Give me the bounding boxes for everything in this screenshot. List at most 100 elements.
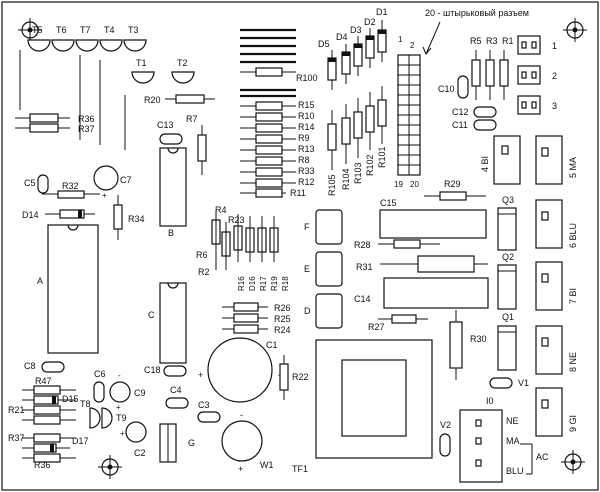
transistor-q3: Q3	[497, 195, 517, 251]
terminal-9-gi: 9 GI	[535, 387, 578, 437]
capacitor-c18: C18	[144, 365, 187, 377]
svg-text:R16: R16	[237, 276, 246, 291]
varistor-v2: V2	[439, 420, 451, 457]
svg-text:D: D	[304, 306, 311, 316]
connector-20pin: 1 2 19 20	[394, 35, 421, 189]
svg-text:R104: R104	[341, 168, 351, 190]
svg-text:R24: R24	[274, 325, 291, 335]
svg-text:R6: R6	[196, 250, 208, 260]
svg-text:8 NE: 8 NE	[568, 352, 578, 372]
svg-text:R12: R12	[298, 177, 315, 187]
svg-text:R9: R9	[298, 133, 310, 143]
resistor-r7: R7	[186, 114, 207, 175]
svg-text:R17: R17	[259, 276, 268, 291]
capacitor-c4: C4	[165, 385, 189, 409]
svg-text:R15: R15	[298, 100, 315, 110]
resistor-r37-bottom: R37	[8, 433, 76, 443]
diode-d1: D1	[376, 7, 388, 62]
traces-left-top	[19, 50, 126, 150]
svg-text:D1: D1	[376, 7, 388, 17]
svg-text:R11: R11	[290, 188, 306, 198]
capacitor-c10: C10	[438, 75, 469, 99]
diode-d5: D5	[318, 39, 337, 90]
resistor-r20: R20	[144, 94, 215, 105]
svg-text:C7: C7	[120, 175, 132, 185]
capacitor-c3: C3	[197, 400, 221, 423]
svg-text:C5: C5	[24, 178, 36, 188]
svg-text:D2: D2	[364, 17, 376, 27]
resistor-r29: R29	[424, 179, 486, 201]
svg-text:NE: NE	[506, 416, 519, 426]
capacitor-c7: C7 +	[93, 165, 132, 200]
ic-d: D	[304, 293, 343, 329]
svg-text:R7: R7	[186, 114, 198, 124]
svg-text:R18: R18	[281, 276, 290, 291]
svg-text:C9: C9	[134, 388, 146, 398]
svg-text:R2: R2	[198, 267, 210, 277]
svg-text:R37: R37	[78, 124, 95, 134]
diode-d2: D2	[364, 17, 376, 68]
svg-text:T8: T8	[80, 399, 91, 409]
note-arrow	[425, 21, 441, 55]
varistor-v1: V1	[489, 377, 529, 389]
svg-text:T5: T5	[32, 25, 43, 35]
svg-text:T2: T2	[177, 58, 188, 68]
diode-d16: D16	[248, 276, 257, 291]
svg-text:R100: R100	[296, 73, 318, 83]
svg-text:+: +	[120, 429, 125, 438]
svg-text:D4: D4	[336, 32, 348, 42]
transistor-t4: T4	[99, 25, 123, 52]
svg-text:I0: I0	[486, 396, 494, 406]
svg-text:C8: C8	[24, 361, 36, 371]
svg-text:V2: V2	[440, 420, 451, 430]
svg-text:Q3: Q3	[502, 195, 514, 205]
traces-top-mid	[240, 28, 296, 98]
component-g: G	[159, 423, 195, 463]
svg-text:A: A	[37, 276, 43, 286]
svg-text:R5: R5	[470, 36, 482, 46]
terminal-8-ne: 8 NE	[535, 325, 578, 375]
mounting-hole-top-right	[563, 18, 587, 42]
svg-text:R105: R105	[327, 174, 337, 196]
svg-text:T6: T6	[56, 25, 67, 35]
svg-text:T3: T3	[128, 25, 139, 35]
transistor-t2: T2	[171, 58, 195, 84]
svg-text:-: -	[118, 371, 121, 380]
svg-text:3: 3	[552, 101, 557, 111]
transistor-t8: T8	[80, 399, 101, 429]
mounting-hole-bottom-right	[561, 450, 585, 474]
terminal-6-blu: 6 BLU	[535, 199, 578, 249]
resistor-r100: R100	[240, 67, 318, 83]
svg-text:E: E	[304, 264, 310, 274]
svg-text:+: +	[238, 464, 243, 474]
svg-text:7 BI: 7 BI	[568, 288, 578, 304]
svg-text:D5: D5	[318, 39, 330, 49]
resistor-stack: R15 R10 R14 R9 R13 R8 R33 R12 R11	[240, 100, 315, 198]
resistor-r47: R47	[22, 376, 76, 395]
svg-text:9 GI: 9 GI	[568, 415, 578, 432]
terminal-7-bi: 7 BI	[535, 261, 578, 311]
svg-text:AC: AC	[536, 452, 549, 462]
capacitor-w1: - + W1	[221, 410, 274, 474]
capacitor-c9: C9 - +	[109, 371, 146, 412]
svg-text:D14: D14	[22, 210, 39, 220]
svg-text:19: 19	[394, 180, 403, 189]
capacitor-c12: C12	[452, 106, 497, 118]
capacitor-c2: C2 +	[120, 421, 147, 458]
resistor-r36-top: R36	[15, 113, 95, 124]
svg-text:R34: R34	[128, 214, 145, 224]
svg-text:D17: D17	[72, 436, 89, 446]
svg-text:R36: R36	[34, 460, 51, 470]
ic-c: C	[148, 282, 187, 364]
transistor-t1: T1	[131, 58, 155, 84]
svg-text:R31: R31	[356, 262, 373, 272]
connector-note: 20 - штырьковый разъем	[425, 8, 529, 18]
ic-a: A	[37, 224, 99, 354]
svg-text:TF1: TF1	[292, 464, 308, 474]
svg-text:C18: C18	[144, 365, 161, 375]
diode-d17: D17	[22, 436, 89, 453]
resistors-r105-r101: R105 R104 R103 R102 R101	[327, 86, 387, 196]
transformer-tf1: TF1	[292, 339, 433, 474]
svg-text:C3: C3	[198, 400, 210, 410]
